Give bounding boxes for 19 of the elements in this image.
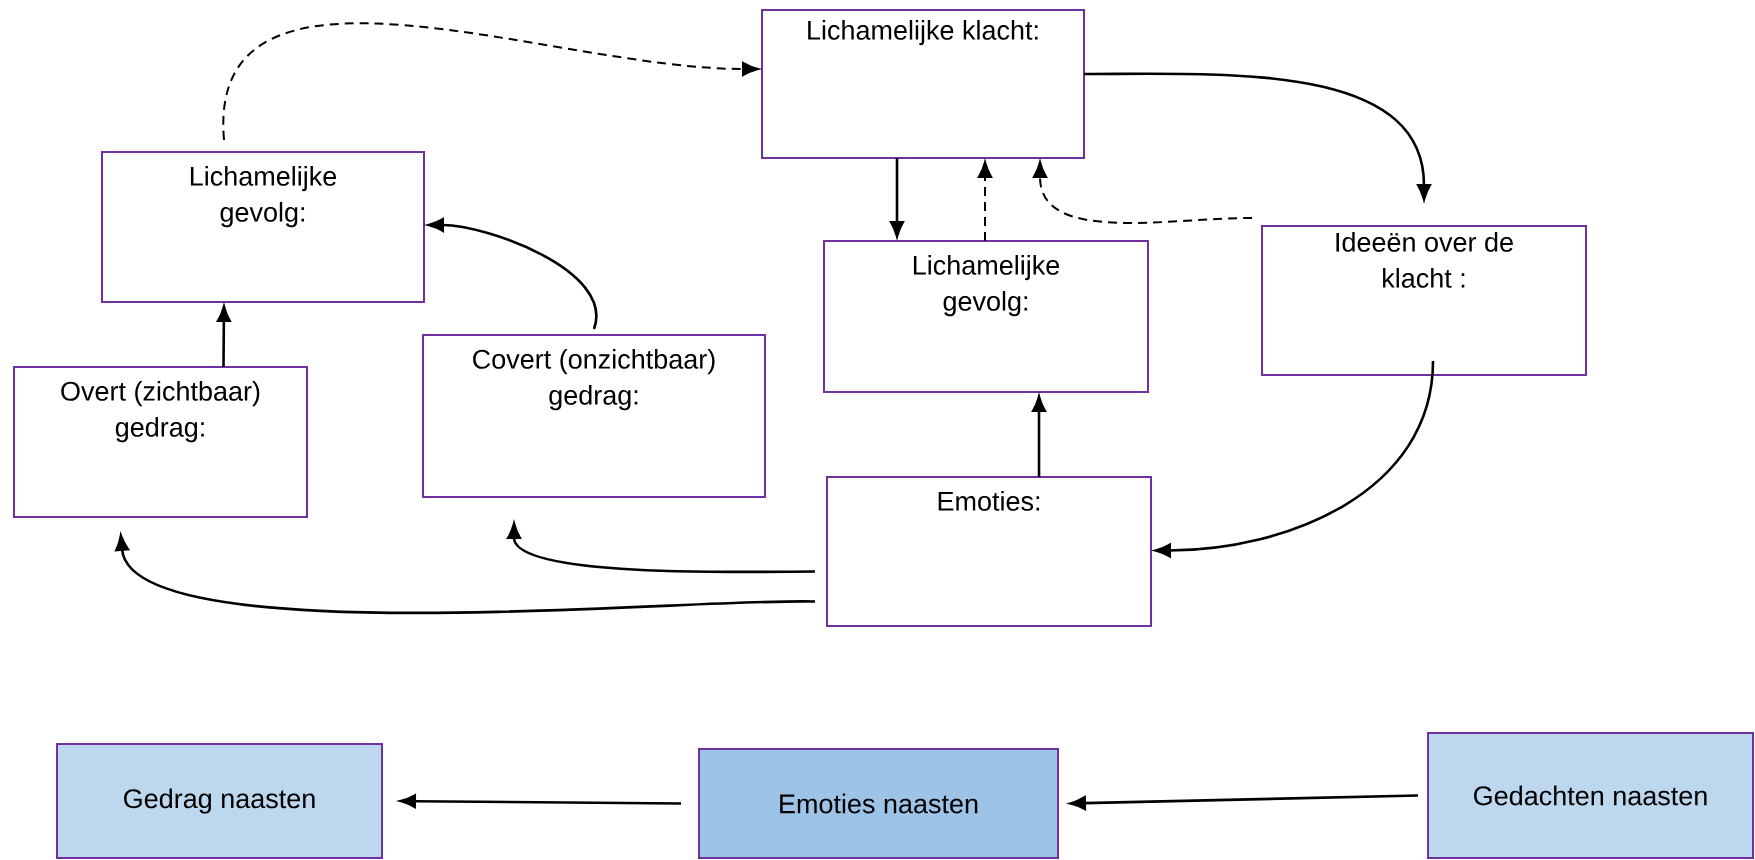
- process-box: Lichamelijke klacht:: [761, 9, 1085, 159]
- process-box: Overt (zichtbaar) gedrag:: [13, 366, 308, 518]
- process-box: Lichamelijke gevolg:: [101, 151, 425, 303]
- arrow: [399, 794, 681, 809]
- arrow: [1032, 160, 1253, 224]
- arrow: [890, 158, 904, 238]
- process-box: Lichamelijke gevolg:: [823, 240, 1149, 393]
- arrow: [977, 160, 993, 242]
- arrow: [427, 218, 598, 330]
- process-box: Covert (onzichtbaar) gedrag:: [422, 334, 766, 498]
- filled-box: Emoties naasten: [698, 748, 1059, 859]
- filled-box: Gedachten naasten: [1427, 732, 1755, 859]
- arrow: [216, 305, 231, 368]
- process-box: Emoties:: [826, 476, 1152, 627]
- arrow: [1084, 72, 1431, 201]
- arrow: [1032, 395, 1046, 477]
- arrow: [223, 22, 760, 141]
- process-box: Ideeën over de klacht :: [1261, 225, 1587, 376]
- filled-box: Gedrag naasten: [56, 743, 383, 859]
